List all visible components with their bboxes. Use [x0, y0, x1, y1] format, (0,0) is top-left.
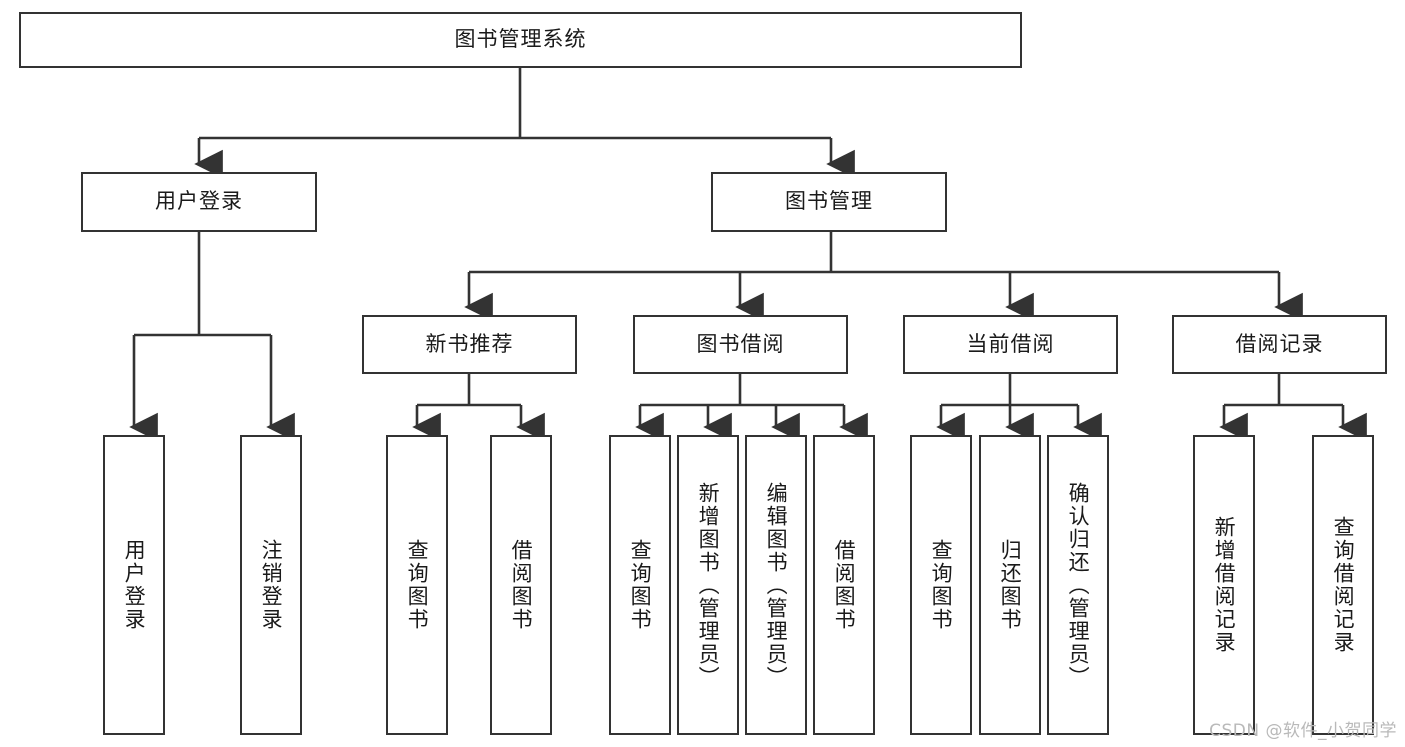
node-new-book-recommend[interactable]: 新书推荐 [362, 315, 577, 374]
leaf-user-login[interactable]: 用户登录 [103, 435, 165, 735]
node-label: 借阅图书 [832, 539, 857, 631]
leaf-borrow-add-book[interactable]: 新增图书（管理员） [677, 435, 739, 735]
leaf-current-query-book[interactable]: 查询图书 [910, 435, 972, 735]
node-label: 确认归还（管理员） [1066, 481, 1091, 689]
node-book-borrow[interactable]: 图书借阅 [633, 315, 848, 374]
node-label: 图书管理系统 [454, 27, 587, 52]
node-label: 用户登录 [122, 539, 147, 631]
node-user-login[interactable]: 用户登录 [81, 172, 317, 232]
leaf-record-add-record[interactable]: 新增借阅记录 [1193, 435, 1255, 735]
node-current-borrow[interactable]: 当前借阅 [903, 315, 1118, 374]
leaf-newbook-borrow-book[interactable]: 借阅图书 [490, 435, 552, 735]
leaf-current-confirm-return[interactable]: 确认归还（管理员） [1047, 435, 1109, 735]
node-label: 查询图书 [405, 539, 430, 631]
node-label: 归还图书 [998, 539, 1023, 631]
node-label: 用户登录 [155, 189, 243, 214]
leaf-borrow-query-book[interactable]: 查询图书 [609, 435, 671, 735]
csdn-watermark: CSDN @软件_小贺同学 [1209, 721, 1397, 741]
node-book-management[interactable]: 图书管理 [711, 172, 947, 232]
node-book-management-system[interactable]: 图书管理系统 [19, 12, 1022, 68]
leaf-borrow-edit-book[interactable]: 编辑图书（管理员） [745, 435, 807, 735]
node-label: 图书借阅 [696, 331, 785, 356]
node-label: 查询借阅记录 [1331, 516, 1356, 654]
node-label: 编辑图书（管理员） [764, 481, 789, 689]
leaf-record-query-record[interactable]: 查询借阅记录 [1312, 435, 1374, 735]
node-label: 借阅记录 [1235, 331, 1324, 356]
node-label: 新书推荐 [425, 331, 514, 356]
leaf-current-return-book[interactable]: 归还图书 [979, 435, 1041, 735]
node-label: 查询图书 [929, 539, 954, 631]
node-label: 新增图书（管理员） [696, 481, 721, 689]
node-label: 借阅图书 [509, 539, 534, 631]
node-label: 图书管理 [785, 189, 873, 214]
node-label: 查询图书 [628, 539, 653, 631]
node-borrow-record[interactable]: 借阅记录 [1172, 315, 1387, 374]
leaf-borrow-borrow-book[interactable]: 借阅图书 [813, 435, 875, 735]
node-label: 注销登录 [259, 539, 284, 631]
leaf-logout[interactable]: 注销登录 [240, 435, 302, 735]
node-label: 新增借阅记录 [1212, 516, 1237, 654]
leaf-newbook-query-book[interactable]: 查询图书 [386, 435, 448, 735]
node-label: 当前借阅 [966, 331, 1055, 356]
